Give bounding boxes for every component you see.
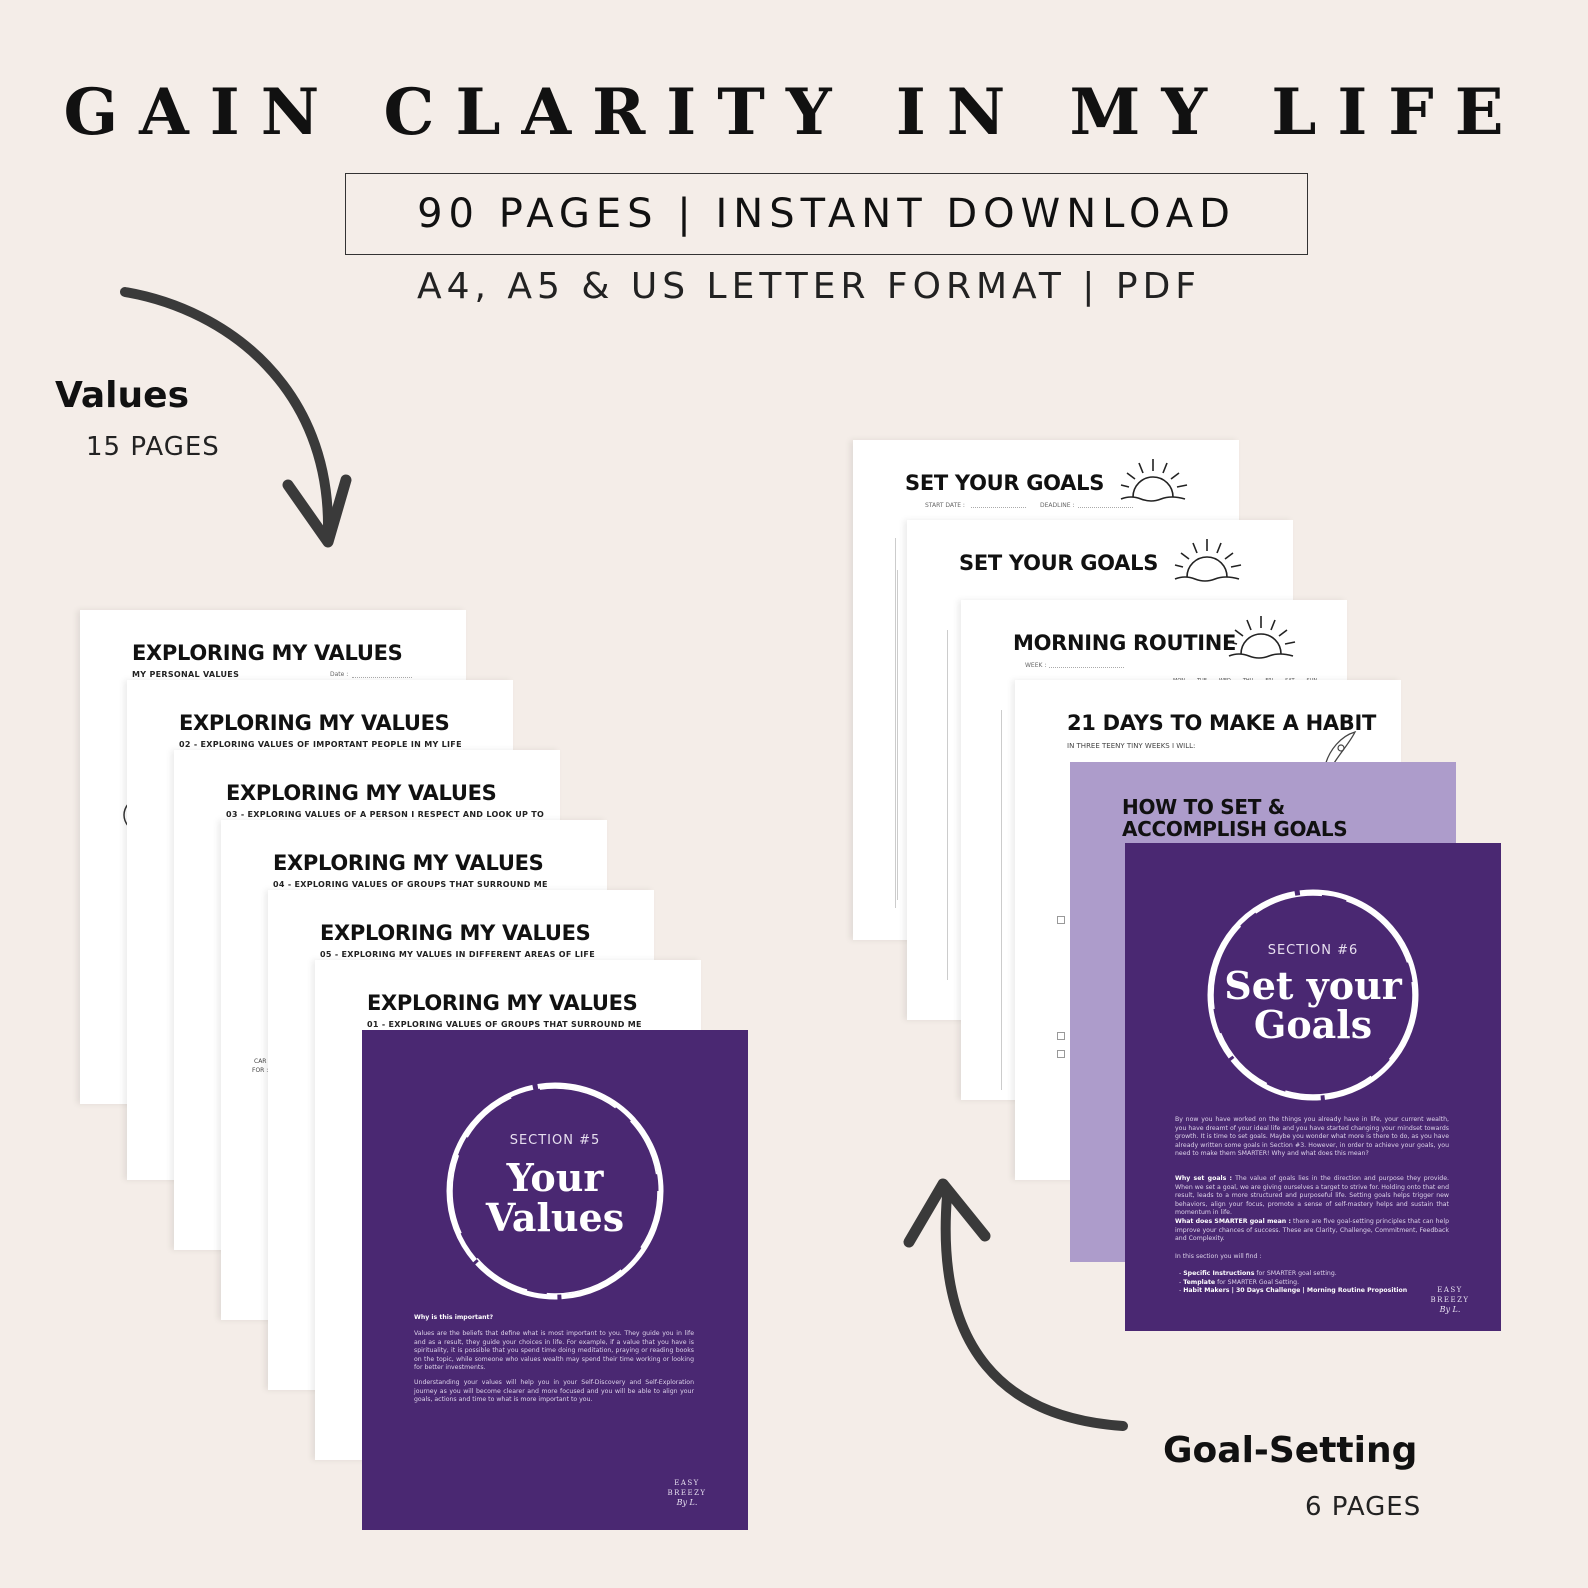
goal-setting-page-count: 6 PAGES	[1305, 1492, 1422, 1522]
page-rule	[1001, 710, 1002, 1090]
smarter-label: What does SMARTER goal mean :	[1175, 1218, 1291, 1225]
cover-section-label: SECTION #5	[509, 1133, 601, 1148]
deadline-label: DEADLINE :	[1040, 502, 1075, 509]
page-title: EXPLORING MY VALUES	[367, 991, 638, 1015]
light-cover-title-2: ACCOMPLISH GOALS	[1122, 817, 1348, 841]
page-title: EXPLORING MY VALUES	[179, 711, 450, 735]
brush-circle-icon	[446, 1082, 664, 1300]
date-line	[352, 677, 412, 678]
find-label: In this section you will find :	[1175, 1253, 1262, 1260]
page-title: MORNING ROUTINE	[1013, 631, 1237, 655]
sunrise-icon	[1120, 459, 1188, 502]
light-cover-title-1: HOW TO SET &	[1122, 795, 1285, 819]
start-date-line	[971, 507, 1026, 508]
logo-line-1: EASY	[1437, 1286, 1463, 1294]
values-page-count: 15 PAGES	[86, 432, 220, 462]
format-line: A4, A5 & US LETTER FORMAT | PDF	[417, 266, 1201, 307]
checkbox	[1057, 916, 1065, 924]
page-subtitle: 03 - EXPLORING VALUES OF A PERSON I RESP…	[226, 810, 545, 819]
sunrise-icon	[1228, 616, 1296, 659]
logo-line-2: BREEZY	[1430, 1296, 1470, 1304]
checkbox	[1057, 1032, 1065, 1040]
pages-download-text: 90 PAGES | INSTANT DOWNLOAD	[417, 191, 1236, 237]
curved-arrow-up-icon	[903, 1178, 1128, 1431]
brush-circle-icon	[1207, 889, 1419, 1101]
date-label: Date :	[330, 671, 349, 678]
page-title: SET YOUR GOALS	[959, 551, 1159, 575]
page-subtitle: 02 - EXPLORING VALUES OF IMPORTANT PEOPL…	[179, 740, 462, 749]
logo-line-1: EASY	[674, 1479, 700, 1487]
page-subtitle: MY PERSONAL VALUES	[132, 670, 240, 679]
logo-signature: By L.	[1439, 1305, 1461, 1314]
list-item: - Template for SMARTER Goal Setting.	[1179, 1278, 1300, 1286]
week-line	[1049, 667, 1124, 668]
page-title: EXPLORING MY VALUES	[226, 781, 497, 805]
week-label: WEEK :	[1025, 662, 1047, 669]
cover-title-line1: Set your	[1224, 963, 1402, 1008]
logo-signature: By L.	[676, 1498, 698, 1507]
cover-paragraph-2: Understanding your values will help you …	[414, 1379, 694, 1403]
goals-cover: SECTION #6 Set your Goals By now you hav…	[1125, 843, 1501, 1331]
values-label: Values	[55, 375, 189, 416]
sunrise-icon	[1174, 539, 1242, 582]
logo-line-2: BREEZY	[667, 1489, 707, 1497]
cover-paragraph-1: Values are the beliefs that define what …	[414, 1330, 694, 1371]
page-subtitle: IN THREE TEENY TINY WEEKS I WILL:	[1067, 742, 1196, 750]
page-title: EXPLORING MY VALUES	[273, 851, 544, 875]
values-cover: SECTION #5 Your Values Why is this impor…	[362, 1030, 748, 1530]
why-text: The value of goals lies in the direction…	[1175, 1175, 1450, 1216]
cover-title-line2: Values	[485, 1195, 625, 1240]
goal-setting-label: Goal-Setting	[1163, 1430, 1418, 1471]
page-rule	[897, 570, 898, 900]
cover-title-line1: Your	[506, 1155, 604, 1200]
smarter-text: there are five goal-setting principles t…	[1175, 1218, 1449, 1242]
section-contents-list: - Specific Instructions for SMARTER goal…	[1179, 1270, 1449, 1296]
page-title: EXPLORING MY VALUES	[320, 921, 591, 945]
curved-arrow-down-icon	[120, 287, 352, 548]
cover-paragraph-1: By now you have worked on the things you…	[1175, 1116, 1449, 1157]
list-item: - Specific Instructions for SMARTER goal…	[1179, 1270, 1337, 1277]
pages-download-banner: 90 PAGES | INSTANT DOWNLOAD	[345, 173, 1308, 255]
page-rule	[895, 538, 896, 908]
page-subtitle: 01 - EXPLORING VALUES OF GROUPS THAT SUR…	[367, 1020, 642, 1029]
page-title: SET YOUR GOALS	[905, 471, 1105, 495]
deadline-line	[1078, 507, 1133, 508]
smarter-meaning: What does SMARTER goal mean : there are …	[1175, 1218, 1449, 1244]
main-title: GAIN CLARITY IN MY LIFE	[63, 75, 1525, 150]
start-date-label: START DATE :	[925, 502, 965, 509]
page-title: 21 DAYS TO MAKE A HABIT	[1067, 711, 1377, 735]
cover-section-label: SECTION #6	[1267, 943, 1359, 958]
why-label: Why set goals :	[1175, 1175, 1233, 1182]
page-subtitle: 05 - EXPLORING MY VALUES IN DIFFERENT AR…	[320, 950, 595, 959]
page-subtitle: 04 - EXPLORING VALUES OF GROUPS THAT SUR…	[273, 880, 548, 889]
for-label: FOR :	[252, 1067, 269, 1074]
page-rule	[947, 630, 948, 980]
list-item: - Habit Makers | 30 Days Challenge | Mor…	[1179, 1287, 1408, 1294]
checkbox	[1057, 1050, 1065, 1058]
why-set-goals: Why set goals : The value of goals lies …	[1175, 1175, 1449, 1218]
car-label: CAR	[254, 1058, 267, 1065]
page-title: EXPLORING MY VALUES	[132, 641, 403, 665]
easy-breezy-logo: EASY BREEZY By L.	[1425, 1285, 1475, 1315]
easy-breezy-logo: EASY BREEZY By L.	[662, 1478, 712, 1508]
cover-question: Why is this important?	[414, 1314, 494, 1321]
cover-title-line2: Goals	[1253, 1002, 1373, 1047]
